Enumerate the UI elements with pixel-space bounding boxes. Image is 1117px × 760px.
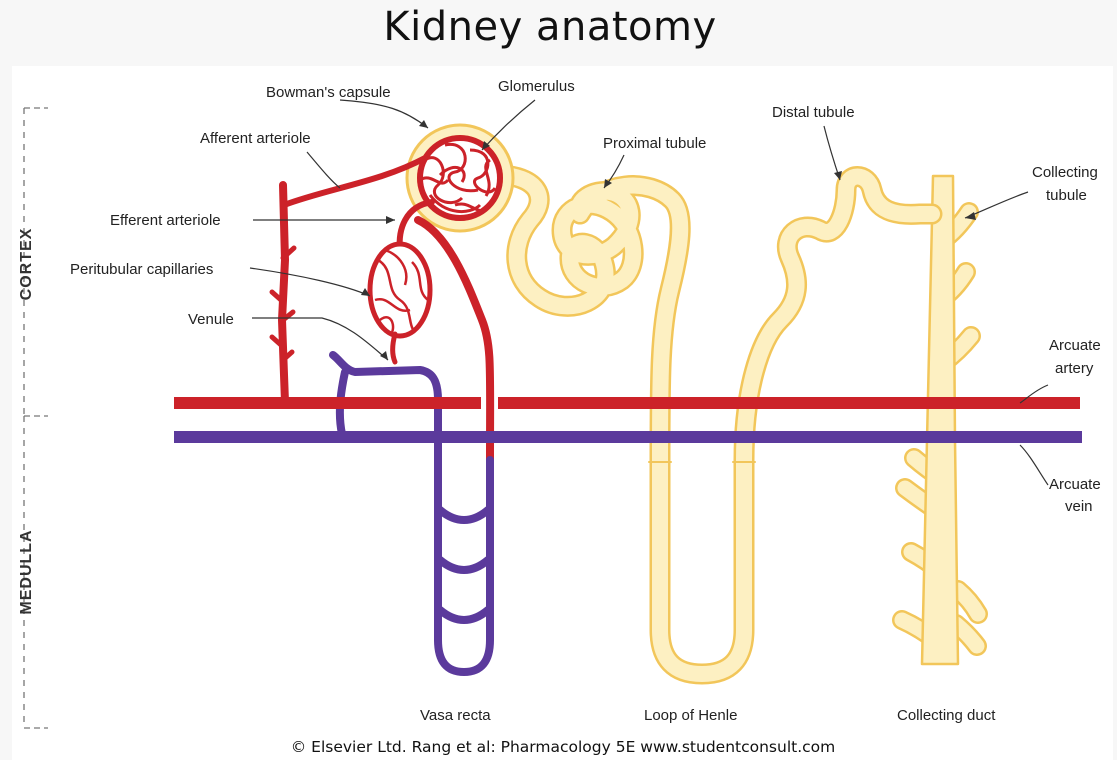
label-peritubular-capillaries: Peritubular capillaries bbox=[70, 261, 213, 278]
cortex-label: CORTEX bbox=[18, 228, 35, 301]
label-proximal-tubule: Proximal tubule bbox=[603, 135, 706, 152]
label-vasa-recta: Vasa recta bbox=[420, 707, 491, 724]
copyright-credit: © Elsevier Ltd. Rang et al: Pharmacology… bbox=[291, 738, 835, 756]
label-bowmans-capsule: Bowman's capsule bbox=[266, 84, 391, 101]
label-arcuate-vein-line1: Arcuate bbox=[1049, 476, 1101, 493]
arcuate-vein bbox=[174, 431, 1082, 443]
label-efferent-arteriole: Efferent arteriole bbox=[110, 212, 221, 229]
collecting-duct bbox=[902, 176, 978, 664]
medulla-label: MEDULLA bbox=[18, 529, 35, 614]
label-glomerulus: Glomerulus bbox=[498, 78, 575, 95]
label-venule: Venule bbox=[188, 311, 234, 328]
arcuate-artery bbox=[174, 397, 1080, 409]
label-arcuate-artery-line2: artery bbox=[1055, 360, 1094, 377]
label-collecting-duct: Collecting duct bbox=[897, 707, 996, 724]
glomerulus bbox=[420, 138, 500, 218]
label-loop-of-henle: Loop of Henle bbox=[644, 707, 737, 724]
label-afferent-arteriole: Afferent arteriole bbox=[200, 130, 311, 147]
label-arcuate-vein-line2: vein bbox=[1065, 498, 1093, 515]
label-distal-tubule: Distal tubule bbox=[772, 104, 855, 121]
label-collecting-tubule-line2: tubule bbox=[1046, 187, 1087, 204]
label-arcuate-artery-line1: Arcuate bbox=[1049, 337, 1101, 354]
label-collecting-tubule-line1: Collecting bbox=[1032, 164, 1098, 181]
venule bbox=[393, 334, 395, 362]
peritubular-capillaries bbox=[370, 244, 430, 338]
nephron-tubule bbox=[503, 175, 932, 674]
